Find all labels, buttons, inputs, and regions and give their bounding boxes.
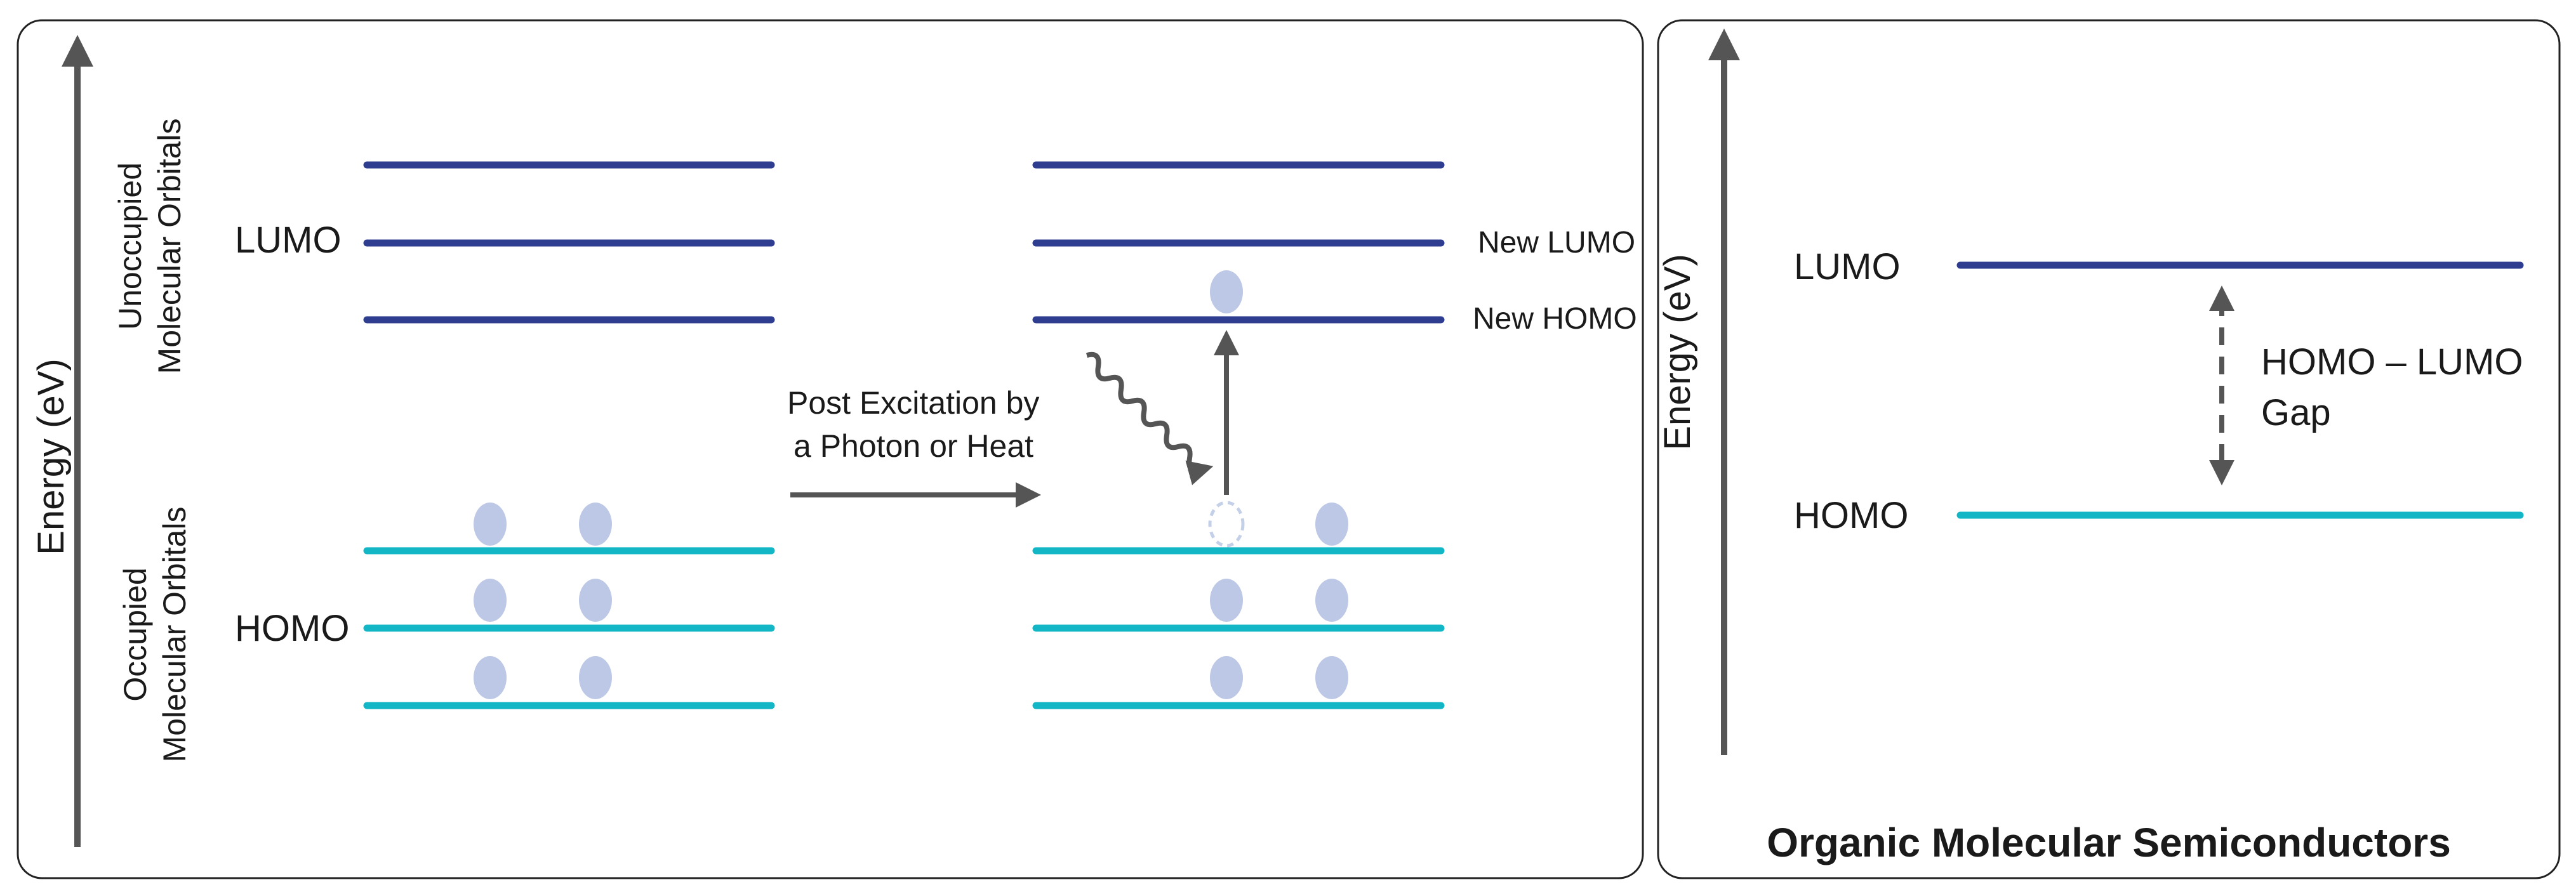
electron xyxy=(1315,503,1348,546)
electron xyxy=(1210,656,1243,699)
electron xyxy=(579,503,612,546)
electron xyxy=(474,579,507,622)
right-panel-frame xyxy=(1657,19,2561,879)
electron xyxy=(474,503,507,546)
right-panel-caption: Organic Molecular Semiconductors xyxy=(1767,820,2451,865)
right-homo-label: HOMO xyxy=(1794,495,1908,536)
unoccupied-label-line2: Molecular Orbitals xyxy=(152,119,187,374)
excitation-label-line2: a Photon or Heat xyxy=(793,428,1033,464)
left-lumo-label: LUMO xyxy=(235,220,342,261)
left-axis-label: Energy (eV) xyxy=(30,358,72,555)
electron xyxy=(474,656,507,699)
excited-electron xyxy=(1210,270,1243,313)
unoccupied-label-line1: Unoccupied xyxy=(112,162,148,330)
occupied-label-line1: Occupied xyxy=(117,567,153,701)
hole xyxy=(1208,501,1245,548)
new-lumo-label: New LUMO xyxy=(1478,226,1635,260)
excitation-label-line1: Post Excitation by xyxy=(787,385,1039,421)
electron xyxy=(1315,579,1348,622)
left-homo-label: HOMO xyxy=(235,608,349,649)
new-homo-label: New HOMO xyxy=(1473,302,1637,336)
electron xyxy=(1315,656,1348,699)
right-axis-label: Energy (eV) xyxy=(1657,254,1698,450)
electron xyxy=(1210,579,1243,622)
gap-label-line2: Gap xyxy=(2261,392,2331,433)
gap-label-line1: HOMO – LUMO xyxy=(2261,341,2523,383)
electron xyxy=(579,656,612,699)
right-lumo-label: LUMO xyxy=(1794,246,1901,287)
photon-wave-icon xyxy=(1086,352,1214,485)
electron xyxy=(579,579,612,622)
occupied-label-line2: Molecular Orbitals xyxy=(157,507,192,763)
